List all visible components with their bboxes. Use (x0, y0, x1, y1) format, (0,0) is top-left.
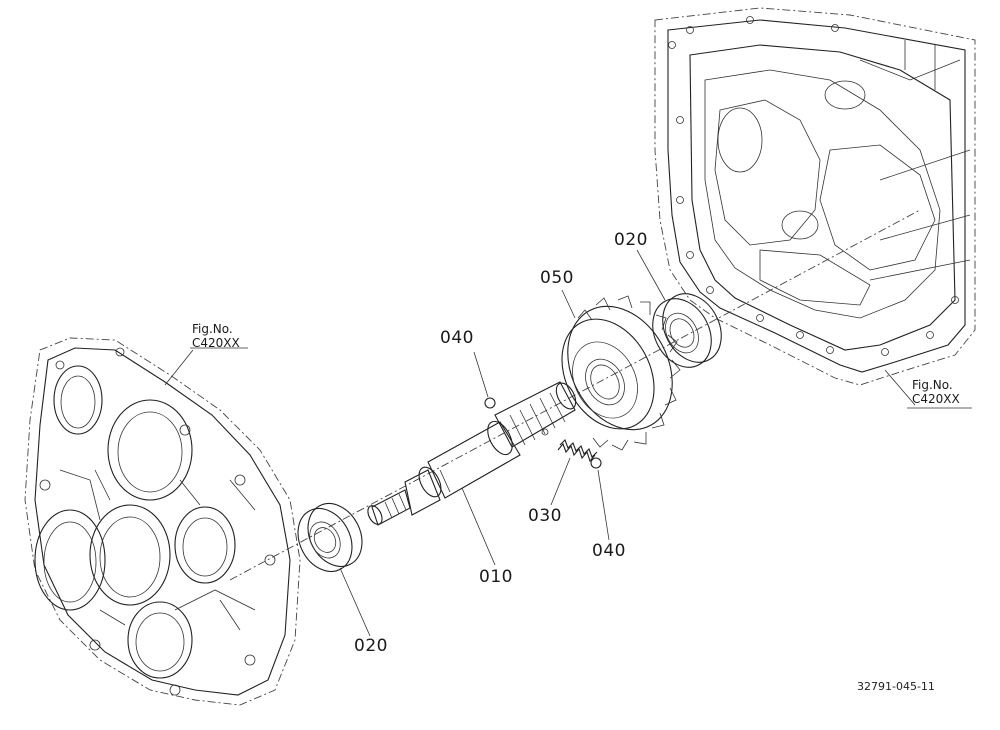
transmission-case-housing (654, 7, 976, 386)
callout-010: 010 (479, 567, 513, 587)
callout-050: 050 (540, 268, 574, 288)
shaft-axis-line (229, 209, 921, 581)
steel-ball-lower (590, 457, 602, 469)
steel-ball-upper (484, 397, 496, 409)
compression-spring (557, 439, 598, 463)
figure-reference-left: Fig.No. C420XX (192, 322, 240, 350)
spur-gear (561, 295, 681, 451)
figure-reference-left-line1: Fig.No. (192, 322, 233, 336)
ball-bearing-lower (297, 503, 363, 572)
figure-reference-left-line2: C420XX (192, 336, 240, 350)
drawing-number: 32791-045-11 (857, 680, 935, 693)
figure-reference-right-line1: Fig.No. (912, 378, 953, 392)
callout-040-lower: 040 (592, 541, 626, 561)
callout-020-upper: 020 (614, 230, 648, 250)
main-shaft (367, 381, 577, 526)
front-cover-plate (24, 337, 301, 706)
ball-bearing-upper (652, 293, 722, 368)
callout-030: 030 (528, 506, 562, 526)
leader-lines (164, 249, 972, 637)
callout-020-lower: 020 (354, 636, 388, 656)
callout-040-upper: 040 (440, 328, 474, 348)
figure-reference-right: Fig.No. C420XX (912, 378, 960, 406)
figure-reference-right-line2: C420XX (912, 392, 960, 406)
